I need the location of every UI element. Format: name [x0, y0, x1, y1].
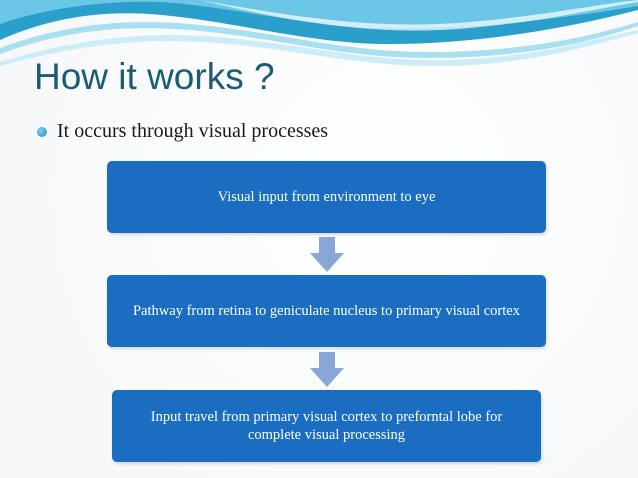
flow-step-1-text: Visual input from environment to eye — [217, 188, 436, 205]
bullet-text: It occurs through visual processes — [57, 120, 329, 142]
down-arrow-icon — [310, 352, 344, 387]
flow-step-1: Visual input from environment to eye — [107, 161, 546, 233]
header-wave-decoration — [0, 0, 638, 67]
flow-step-3-text: Input travel from primary visual cortex … — [150, 408, 503, 443]
flow-step-3: Input travel from primary visual cortex … — [112, 390, 541, 462]
bullet-item: It occurs through visual processes — [37, 120, 328, 143]
circle-bullet-icon — [37, 126, 47, 137]
flow-step-2-text: Pathway from retina to geniculate nucleu… — [133, 302, 520, 319]
slide-title: How it works ? — [34, 56, 275, 97]
down-arrow-icon — [310, 237, 344, 272]
flow-step-2: Pathway from retina to geniculate nucleu… — [107, 275, 546, 347]
